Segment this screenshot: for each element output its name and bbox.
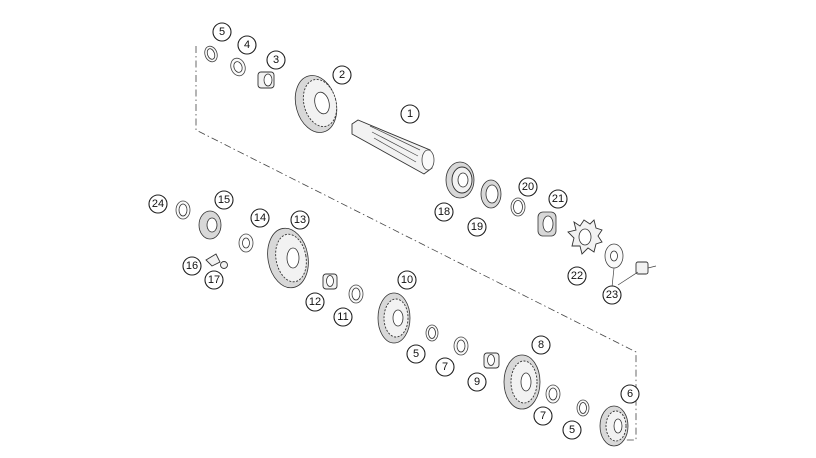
callout-16: 16 [182,256,202,276]
callout-21: 21 [548,189,568,209]
svg-text:11: 11 [337,311,348,323]
part-circlip-5-lower-a [425,324,439,342]
svg-text:15: 15 [218,194,230,206]
callout-12: 12 [305,292,325,312]
svg-text:24: 24 [152,198,164,210]
part-washer-7-lower-a [453,336,469,356]
callout-8: 8 [531,335,551,355]
callout-11: 11 [333,307,353,327]
part-circlip-24 [175,200,191,220]
callout-24: 24 [148,194,168,214]
part-sprocket-22 [567,219,603,255]
part-bushing-9 [483,352,500,369]
part-circlip-5-lower-b [576,399,590,417]
part-gear-6 [599,405,629,447]
svg-text:9: 9 [474,376,480,388]
callout-15: 15 [214,190,234,210]
part-circlip-5 [204,45,218,63]
svg-text:1: 1 [407,108,413,120]
callout-9: 9 [467,372,487,392]
svg-text:6: 6 [627,388,633,400]
callout-7-a: 7 [435,357,455,377]
part-o-ring-20 [510,197,526,217]
part-nut-17 [220,261,228,269]
callout-13: 13 [290,210,310,230]
part-washer-bolt-23 [604,243,657,275]
svg-text:17: 17 [208,274,220,286]
part-ball-bearing-18 [445,161,475,199]
svg-text:21: 21 [552,193,564,205]
svg-text:10: 10 [401,274,413,286]
callout-17: 17 [204,270,224,290]
svg-text:22: 22 [571,270,583,282]
callout-7-b: 7 [533,406,553,426]
part-gear-2 [294,75,338,133]
svg-text:14: 14 [254,212,266,224]
svg-text:20: 20 [522,181,534,193]
part-pin-16 [205,253,221,267]
svg-text:5: 5 [413,348,419,360]
svg-text:4: 4 [244,39,250,51]
leader-23-a [611,267,615,288]
svg-text:5: 5 [219,26,225,38]
part-seal-19 [480,179,502,209]
part-gear-8 [503,354,541,410]
part-main-shaft-1 [351,119,435,175]
callout-19: 19 [467,217,487,237]
callout-5-top: 5 [212,22,232,42]
svg-text:5: 5 [569,424,575,436]
callout-10: 10 [397,270,417,290]
svg-text:8: 8 [538,339,544,351]
callout-23: 23 [602,285,622,305]
callout-5-c: 5 [562,420,582,440]
part-washer-14 [238,233,254,253]
callout-4: 4 [237,35,257,55]
callout-20: 20 [518,177,538,197]
part-washer-7-lower-b [545,384,561,404]
svg-text:7: 7 [540,410,546,422]
part-bearing-15 [198,210,222,240]
callout-18: 18 [434,202,454,222]
callout-2: 2 [332,65,352,85]
callout-14: 14 [250,208,270,228]
callout-22: 22 [567,266,587,286]
callout-5-b: 5 [406,344,426,364]
part-gear-13 [267,227,309,289]
svg-text:16: 16 [186,260,198,272]
part-needle-bearing-3 [257,71,275,89]
callout-6: 6 [620,384,640,404]
callout-1: 1 [400,104,420,124]
part-washer-4 [230,57,246,77]
svg-text:13: 13 [294,214,306,226]
svg-text:3: 3 [273,54,279,66]
svg-text:12: 12 [309,296,321,308]
assembly-boundary-line [195,46,637,441]
svg-text:19: 19 [471,221,483,233]
part-spacer-21 [537,211,557,237]
svg-text:23: 23 [606,289,618,301]
callout-3: 3 [266,50,286,70]
leader-23-b [617,271,639,286]
part-bushing-12 [322,273,338,290]
part-washer-11 [348,284,364,304]
part-gear-10 [377,292,411,344]
svg-text:7: 7 [442,361,448,373]
svg-text:2: 2 [339,69,345,81]
svg-text:18: 18 [438,206,450,218]
